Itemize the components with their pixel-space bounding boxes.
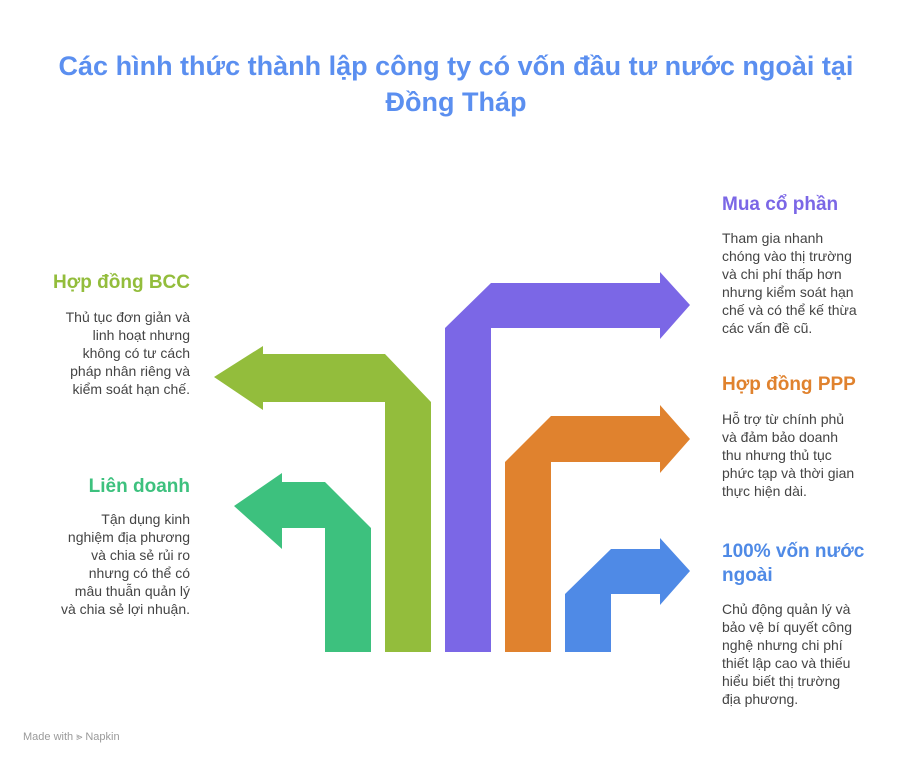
- desc-line: thiết lập cao và thiếu: [722, 655, 851, 671]
- heading-line: ngoài: [722, 565, 773, 586]
- title-line-2: Đồng Tháp: [385, 87, 527, 117]
- desc-line: nghiệm địa phương: [67, 529, 190, 545]
- desc-line: nghệ nhưng chi phí: [722, 637, 843, 653]
- desc-100-von-nuoc-ngoai: Chủ động quản lý và bảo vệ bí quyết công…: [722, 600, 852, 708]
- arrow-100-von-nuoc-ngoai: [565, 538, 690, 652]
- desc-line: Thủ tục đơn giản và: [65, 309, 190, 325]
- desc-mua-co-phan: Tham gia nhanh chóng vào thị trường và c…: [722, 229, 857, 337]
- desc-line: linh hoạt nhưng: [92, 327, 190, 343]
- desc-line: không có tư cách: [82, 345, 190, 361]
- brand-label: Napkin: [85, 731, 120, 743]
- desc-hop-dong-bcc: Thủ tục đơn giản và linh hoạt nhưng khôn…: [66, 308, 190, 398]
- arrow-mua-co-phan: [445, 272, 690, 652]
- desc-line: địa phương.: [722, 691, 799, 707]
- page-title: Các hình thức thành lập công ty có vốn đ…: [20, 48, 892, 120]
- desc-line: thực hiện dài.: [722, 483, 807, 499]
- desc-hop-dong-ppp: Hỗ trợ từ chính phủ và đảm bảo doanh thu…: [722, 410, 854, 500]
- desc-line: nhưng kiểm soát hạn: [722, 284, 854, 300]
- heading-hop-dong-ppp: Hợp đồng PPP: [722, 374, 856, 395]
- heading-line: 100% vốn nước: [722, 541, 865, 562]
- desc-line: Tận dụng kinh: [101, 511, 190, 527]
- title-line-1: Các hình thức thành lập công ty có vốn đ…: [58, 51, 854, 81]
- desc-lien-doanh: Tận dụng kinh nghiệm địa phương và chia …: [61, 510, 190, 618]
- desc-line: các vấn đề cũ.: [722, 320, 813, 336]
- desc-line: và chi phí thấp hơn: [722, 266, 842, 282]
- desc-line: kiểm soát hạn chế.: [72, 381, 190, 397]
- heading-lien-doanh: Liên doanh: [88, 476, 190, 497]
- desc-line: chế và có thể kế thừa: [722, 302, 857, 318]
- heading-100-von-nuoc-ngoai: 100% vốn nước ngoài: [722, 540, 864, 588]
- desc-line: pháp nhân riêng và: [70, 363, 190, 379]
- arrow-hop-dong-ppp: [505, 405, 690, 652]
- arrow-hop-dong-bcc: [214, 346, 431, 652]
- napkin-logo-icon: ⪢: [76, 731, 83, 743]
- desc-line: mâu thuẫn quản lý: [74, 583, 190, 599]
- desc-line: thu nhưng thủ tục: [722, 447, 832, 463]
- desc-line: Chủ động quản lý và: [722, 601, 851, 617]
- desc-line: và chia sẻ lợi nhuận.: [60, 601, 190, 617]
- desc-line: chóng vào thị trường: [722, 248, 852, 264]
- napkin-footer: Made with⪢Napkin: [23, 731, 120, 744]
- desc-line: bảo vệ bí quyết công: [722, 619, 852, 635]
- heading-mua-co-phan: Mua cổ phần: [722, 194, 839, 215]
- desc-line: và chia sẻ rủi ro: [91, 547, 190, 563]
- desc-line: và đảm bảo doanh: [722, 429, 838, 445]
- arrow-lien-doanh: [234, 473, 371, 652]
- desc-line: nhưng có thể có: [88, 565, 190, 581]
- desc-line: hiểu biết thị trường: [722, 673, 841, 689]
- desc-line: Hỗ trợ từ chính phủ: [722, 411, 845, 427]
- heading-hop-dong-bcc: Hợp đồng BCC: [53, 272, 190, 293]
- made-with-label: Made with: [23, 731, 74, 743]
- desc-line: Tham gia nhanh: [722, 230, 824, 246]
- desc-line: phức tạp và thời gian: [722, 465, 855, 481]
